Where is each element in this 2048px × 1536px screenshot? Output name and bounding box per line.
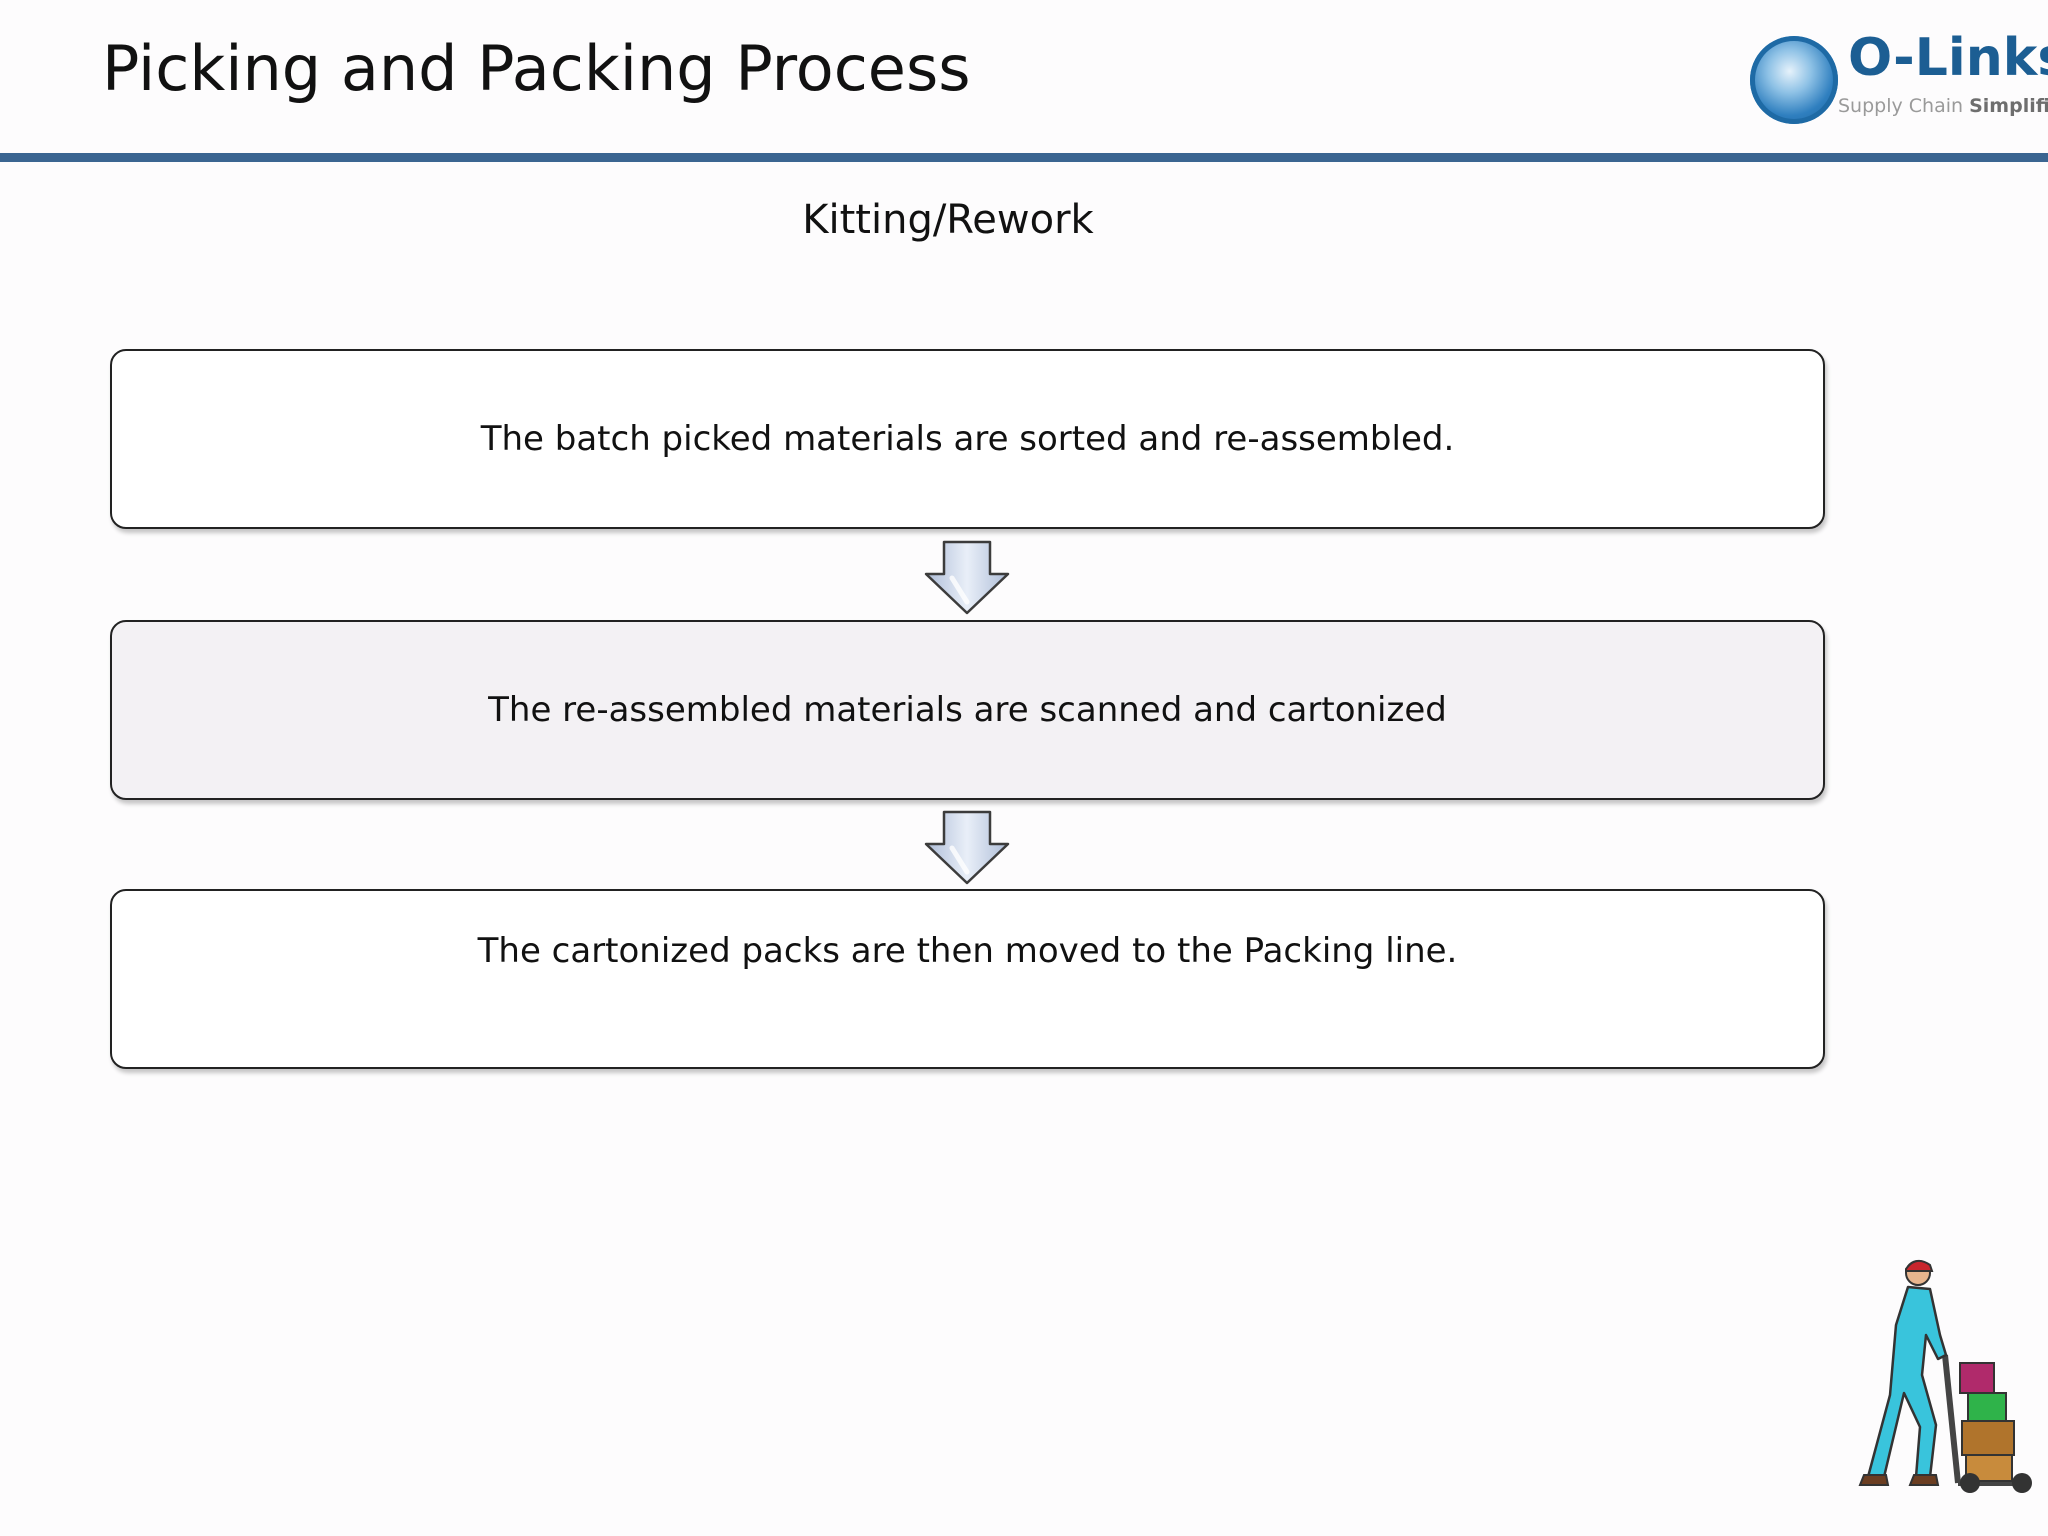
process-step-1: The batch picked materials are sorted an… <box>110 349 1825 529</box>
diagram-subtitle: Kitting/Rework <box>802 197 1094 243</box>
process-step-1-text: The batch picked materials are sorted an… <box>480 419 1455 459</box>
down-arrow-icon <box>924 540 1010 615</box>
header-divider <box>0 153 2048 162</box>
logo-globe-icon <box>1750 36 1838 124</box>
process-step-2-text: The re-assembled materials are scanned a… <box>488 690 1447 730</box>
process-step-3-text: The cartonized packs are then moved to t… <box>477 931 1458 971</box>
porter-with-handcart-icon <box>1858 1259 2032 1493</box>
logo-tagline-part2: Simplified <box>1969 95 2048 117</box>
page-title: Picking and Packing Process <box>102 32 971 105</box>
process-step-2: The re-assembled materials are scanned a… <box>110 620 1825 800</box>
process-step-3: The cartonized packs are then moved to t… <box>110 889 1825 1069</box>
logo-tagline-part1: Supply Chain <box>1838 95 1970 117</box>
o-links-logo: O-Links Supply Chain Simplified <box>1748 30 2048 130</box>
logo-name: O-Links <box>1848 28 2048 88</box>
logo-tagline: Supply Chain Simplified <box>1838 95 2048 117</box>
down-arrow-icon <box>924 810 1010 885</box>
